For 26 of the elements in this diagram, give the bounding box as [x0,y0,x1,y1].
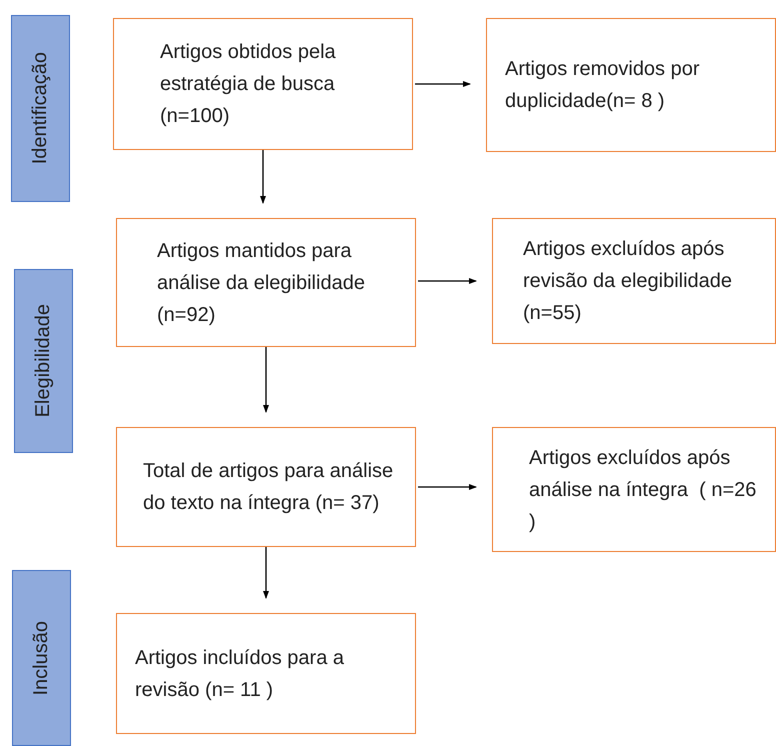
box-text: Artigos excluídos após análise na íntegra ( n=26 ) [529,446,758,534]
arrow [263,347,269,413]
box-text: Artigos excluídos após revisão da elegibilidade (n=55) [523,237,734,326]
arrow [418,484,477,490]
process-box [116,218,416,347]
box-text: Artigos removidos por duplicidade(n= 8 ) [505,57,701,114]
box-text: Artigos incluídos para a revisão (n= 11 ) [135,646,346,702]
phase-label-band [11,15,70,202]
arrow [263,547,269,599]
process-box [492,218,776,344]
process-box [116,613,416,734]
box-text: Artigos obtidos pela estratégia de busca (n=100) [160,40,337,129]
arrow [418,278,477,284]
process-box [113,18,413,150]
process-box [486,18,776,152]
arrow [260,150,266,204]
process-box [116,427,416,547]
box-text: Artigos mantidos para análise da elegibilidade (n=92) [157,238,366,328]
process-box [492,427,776,552]
phase-label-band [14,269,73,453]
arrow [415,81,471,87]
phase-label: Elegibilidade [32,304,55,418]
phase-label-band [12,570,71,746]
phase-label: Identificação [29,52,52,165]
box-text: Total de artigos para análise do texto na íntegra (n= 37) [143,459,394,516]
phase-label: Inclusão [30,620,53,696]
